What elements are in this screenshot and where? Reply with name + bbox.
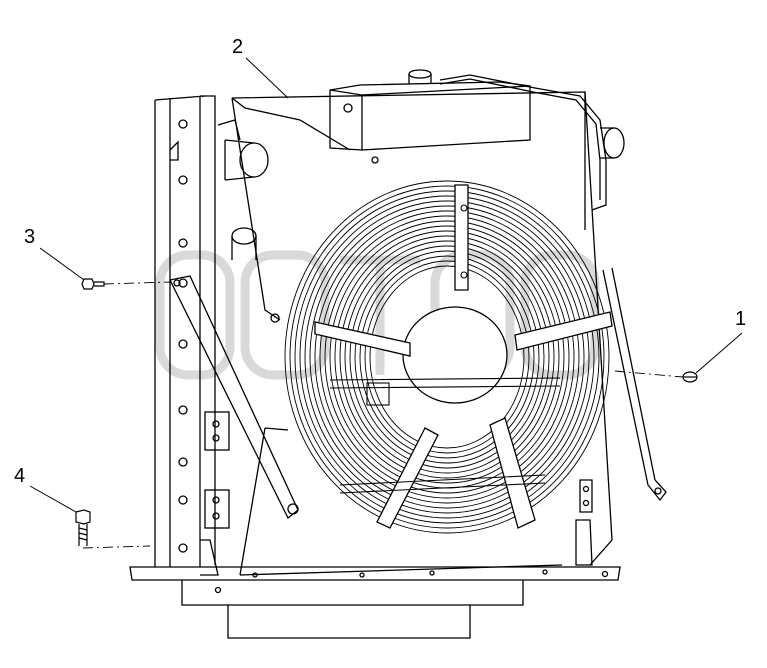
leader-lines xyxy=(29,57,743,513)
fastener-1 xyxy=(682,371,698,383)
expansion-tank xyxy=(329,69,607,211)
left-pipes xyxy=(217,119,625,260)
coil-center-opening xyxy=(402,306,508,404)
rail-bolts xyxy=(178,119,188,553)
cross-bars xyxy=(329,204,561,494)
callout-label-1: 1 xyxy=(735,308,747,330)
base-frame xyxy=(129,566,621,639)
coil-rings xyxy=(284,180,610,534)
assembly-lines xyxy=(82,281,684,549)
left-frame-rail xyxy=(154,95,230,576)
callout-label-4: 4 xyxy=(14,465,26,487)
right-tie-rod xyxy=(575,267,667,566)
fastener-4 xyxy=(75,509,91,546)
watermark xyxy=(155,250,600,380)
callout-label-2: 2 xyxy=(232,36,244,58)
shroud-plate xyxy=(231,91,613,576)
left-strut xyxy=(169,275,299,520)
callout-label-3: 3 xyxy=(24,226,36,248)
fastener-3 xyxy=(81,278,105,290)
